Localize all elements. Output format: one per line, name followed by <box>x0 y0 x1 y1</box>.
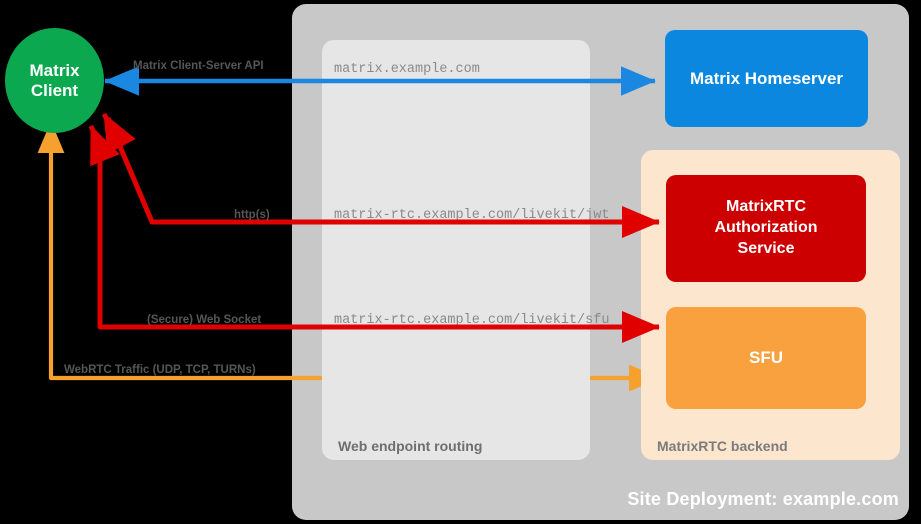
connection-label-https: http(s) <box>234 209 270 221</box>
node-sfu[interactable]: SFU <box>666 307 866 409</box>
endpoint-matrix-domain: matrix.example.com <box>334 62 480 77</box>
web-endpoint-routing-panel <box>322 40 590 460</box>
node-sfu-label: SFU <box>749 348 783 367</box>
edge-https <box>105 117 660 238</box>
node-matrix-client-line2: Client <box>30 80 79 100</box>
web-endpoint-routing-label: Web endpoint routing <box>338 438 483 454</box>
node-auth-line1: MatrixRTC <box>725 198 806 216</box>
edge-websocket-head <box>88 125 120 167</box>
node-matrix-homeserver-label: Matrix Homeserver <box>689 68 844 88</box>
connection-label-webrtc: WebRTC Traffic (UDP, TCP, TURNs) <box>64 364 256 376</box>
node-matrix-client[interactable]: Matrix Client <box>5 28 104 133</box>
node-matrix-client-line1: Matrix <box>29 60 80 80</box>
node-auth-line3: Service <box>737 239 795 257</box>
node-auth-line2: Authorization <box>714 219 818 237</box>
node-matrix-homeserver[interactable]: Matrix Homeserver <box>665 30 868 127</box>
edge-https-head <box>101 112 136 155</box>
endpoint-livekit-jwt: matrix-rtc.example.com/livekit/jwt <box>334 208 610 223</box>
endpoint-livekit-sfu: matrix-rtc.example.com/livekit/sfu <box>334 313 610 328</box>
site-deployment-label: Site Deployment: example.com <box>627 489 899 509</box>
connection-label-cs-api: Matrix Client-Server API <box>133 60 264 72</box>
edge-websocket <box>97 140 660 343</box>
connection-label-websocket: (Secure) Web Socket <box>147 314 262 326</box>
node-matrixrtc-authorization-service[interactable]: MatrixRTC Authorization Service <box>666 175 866 282</box>
matrixrtc-backend-label: MatrixRTC backend <box>657 438 788 454</box>
